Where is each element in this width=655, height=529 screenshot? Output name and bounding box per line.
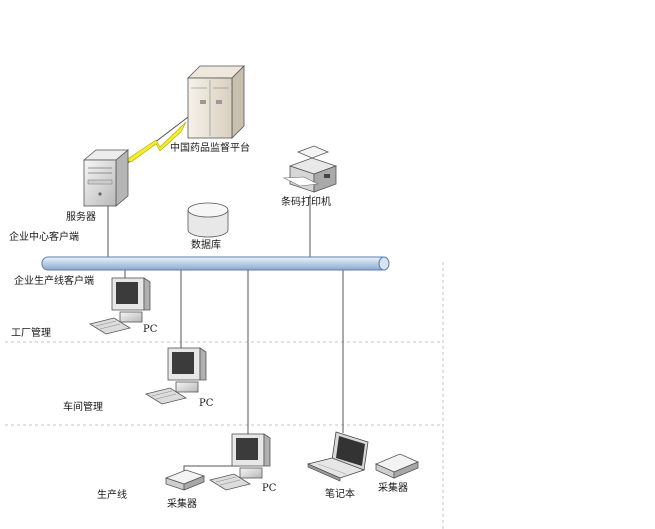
production-line-client-label: 企业生产线客户端 bbox=[14, 276, 94, 287]
divider-lines bbox=[5, 262, 444, 529]
notebook-label: 笔记本 bbox=[325, 489, 355, 500]
laptop-icon bbox=[306, 431, 369, 482]
collector-label: 采集器 bbox=[167, 499, 197, 510]
pc-label: PC bbox=[199, 398, 214, 409]
database-icon bbox=[187, 202, 229, 238]
network-bus bbox=[41, 256, 390, 271]
database-label: 数据库 bbox=[191, 240, 221, 251]
pc-label: PC bbox=[262, 483, 277, 494]
collector-device-icon bbox=[374, 453, 420, 479]
collector-pc-link bbox=[183, 465, 240, 472]
workshop-management-label: 车间管理 bbox=[63, 402, 103, 413]
printer-icon bbox=[282, 145, 338, 193]
server-icon bbox=[82, 149, 130, 207]
factory-management-label: 工厂管理 bbox=[11, 328, 51, 339]
desktop-pc-icon bbox=[144, 347, 207, 405]
collector-label: 采集器 bbox=[378, 483, 408, 494]
collector-device-icon bbox=[164, 469, 206, 491]
desktop-pc-icon bbox=[88, 277, 151, 335]
server-label: 服务器 bbox=[66, 212, 96, 223]
server-tower-icon bbox=[187, 65, 245, 139]
lightning-link-icon bbox=[125, 121, 187, 163]
barcode-printer-label: 条码打印机 bbox=[281, 197, 331, 208]
platform-label: 中国药品监督平台 bbox=[170, 143, 250, 154]
pc-label: PC bbox=[143, 324, 158, 335]
desktop-pc-icon bbox=[208, 433, 271, 491]
enterprise-center-client-label: 企业中心客户端 bbox=[9, 232, 79, 243]
production-line-label: 生产线 bbox=[97, 490, 127, 501]
